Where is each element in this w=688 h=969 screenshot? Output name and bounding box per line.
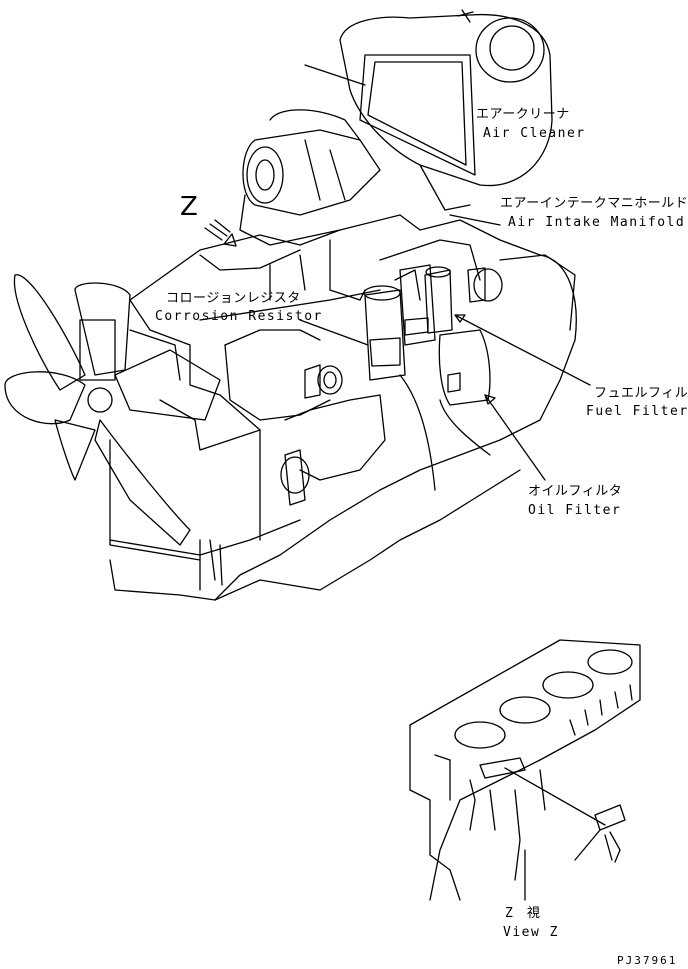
air-intake-manifold-drawing [239,109,541,256]
view-z-caption-jp: Z 視 [505,906,541,921]
fuel-filter-label-jp: フュエルフィルタ [594,386,688,401]
view-z-caption-en: View Z [503,925,559,940]
view-z-arrow [204,219,237,247]
corrosion-resistor-label-en: Corrosion Resistor [155,309,323,324]
oil-filter-label-jp: オイルフィルタ [528,484,623,499]
oil-filter-label-en: Oil Filter [528,503,622,518]
leader-lines [299,64,591,481]
air-cleaner-drawing [339,9,553,211]
fan-drawing [4,274,261,561]
drawing-code: PJ37961 [617,954,678,967]
air-intake-manifold-label-jp: エアーインテークマニホールド [500,196,688,211]
view-z-inset-drawing [409,639,641,901]
air-intake-manifold-label-en: Air Intake Manifold [508,215,686,230]
fuel-filter-label-en: Fuel Filter [586,404,688,419]
oil-filter-drawing [438,329,491,456]
view-z-marker: Z [180,192,198,222]
air-cleaner-label-jp: エアークリーナ [476,107,570,122]
fuel-filter-drawing [399,264,453,346]
air-cleaner-label-en: Air Cleaner [483,126,586,141]
corrosion-resistor-label-jp: コロージョンレジスタ [166,291,301,306]
corrosion-resistor-drawing [359,269,436,491]
engine-fittings-drawing [280,267,503,506]
